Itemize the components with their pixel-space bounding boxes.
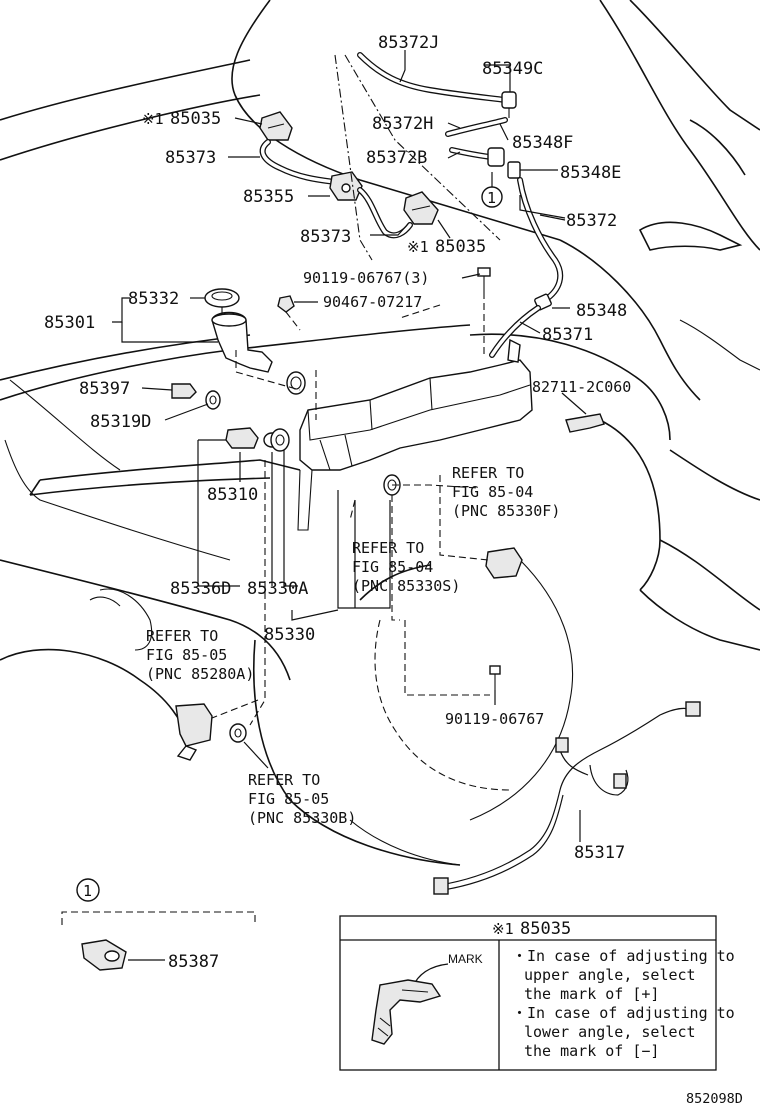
tank-85330 — [297, 338, 533, 531]
label-85348: 85348 — [576, 301, 627, 321]
joint-85348F — [487, 147, 505, 167]
svg-text:REFER TO: REFER TO — [352, 539, 424, 557]
grommet-85330B — [229, 723, 247, 743]
label-85355: 85355 — [243, 187, 294, 207]
circle-ref-1: 1 — [481, 172, 503, 208]
label-85301: 85301 — [44, 313, 95, 333]
label-90119-06767-3: 90119-06767(3) — [303, 269, 429, 287]
label-85035-top: 85035 — [170, 109, 221, 129]
label-85349C: 85349C — [482, 59, 543, 79]
hose-85372J — [357, 52, 508, 103]
nozzle-detail-illustration — [371, 963, 449, 1045]
note-mark-1b: ※1 — [407, 238, 429, 256]
grommet-85301 — [286, 371, 306, 395]
grommet-85319D — [205, 390, 221, 410]
hose-85373-top — [259, 139, 338, 185]
svg-text:FIG 85-05: FIG 85-05 — [146, 646, 227, 664]
pump-85330F — [485, 547, 523, 579]
valve-85355 — [329, 171, 363, 201]
svg-text:FIG 85-04: FIG 85-04 — [352, 558, 433, 576]
note-line-2: upper angle, select — [524, 966, 696, 984]
note-line-1: ・In case of adjusting to — [512, 947, 735, 965]
leader-lines — [112, 50, 587, 961]
hose-85372H — [445, 117, 508, 137]
clip-90467-07217 — [277, 295, 295, 313]
connector-85348E — [507, 161, 521, 179]
sensor-85397 — [171, 383, 197, 399]
bolt-90119-06767 — [489, 665, 501, 690]
harness-85317 — [433, 701, 701, 895]
label-85387: 85387 — [168, 952, 219, 972]
note-line-5: lower angle, select — [524, 1023, 696, 1041]
label-90119-06767: 90119-06767 — [445, 710, 544, 728]
label-85372B: 85372B — [366, 148, 427, 168]
label-82711-2C060: 82711-2C060 — [532, 378, 631, 396]
label-85330: 85330 — [264, 625, 315, 645]
bracket-85387 — [81, 939, 127, 971]
vehicle-body-outline — [0, 0, 760, 866]
pump-85280A — [175, 703, 213, 761]
label-85035-mid: 85035 — [435, 237, 486, 257]
connector-85349C — [501, 91, 517, 118]
nozzle-85035-top — [259, 111, 293, 141]
label-85319D: 85319D — [90, 412, 151, 432]
refer-note-85330S: REFER TO FIG 85-04 (PNC 85330S) — [352, 539, 460, 595]
label-85372H: 85372H — [372, 114, 433, 134]
svg-text:(PNC 85330B): (PNC 85330B) — [248, 809, 356, 827]
note-box-mark-label: MARK — [448, 952, 483, 966]
label-85330A: 85330A — [247, 579, 308, 599]
note-line-4: ・In case of adjusting to — [512, 1004, 735, 1022]
label-85310: 85310 — [207, 485, 258, 505]
bolt-90119-06767-top — [477, 267, 491, 292]
label-85348E: 85348E — [560, 163, 621, 183]
inset-circle-ref-1: 1 — [61, 878, 256, 925]
clip-82711-2C060 — [565, 413, 605, 433]
hose-85373-mid — [357, 187, 413, 239]
part-labels: 85372J 85349C ※1 85035 85372H 85348F 853… — [44, 33, 743, 1107]
filler-pipe-85301 — [211, 311, 273, 373]
refer-note-85330F: REFER TO FIG 85-04 (PNC 85330F) — [452, 464, 560, 520]
label-85317: 85317 — [574, 843, 625, 863]
note-line-6: the mark of [−] — [524, 1042, 659, 1060]
note-box-mark: ※1 — [492, 920, 514, 938]
label-85371: 85371 — [542, 325, 593, 345]
grommet-85330A — [270, 428, 290, 452]
label-90467-07217: 90467-07217 — [323, 293, 422, 311]
note-box-title: 85035 — [520, 919, 571, 939]
svg-text:FIG 85-04: FIG 85-04 — [452, 483, 533, 501]
svg-text:1: 1 — [487, 189, 496, 207]
label-85372J: 85372J — [378, 33, 439, 53]
cap-85332 — [204, 288, 240, 308]
note-line-3: the mark of [+] — [524, 985, 659, 1003]
note-mark-1a: ※1 — [142, 110, 164, 128]
svg-text:(PNC 85330S): (PNC 85330S) — [352, 577, 460, 595]
diagram-id: 852098D — [686, 1091, 743, 1107]
hose-85371 — [489, 305, 541, 358]
note-box: ※1 85035 MARK ・In case of adjusting to u… — [339, 915, 735, 1071]
label-85348F: 85348F — [512, 133, 573, 153]
label-85372: 85372 — [566, 211, 617, 231]
guide-lines — [211, 54, 501, 726]
label-85336D: 85336D — [170, 579, 231, 599]
label-85373-top: 85373 — [165, 148, 216, 168]
label-85332: 85332 — [128, 289, 179, 309]
svg-text:REFER TO: REFER TO — [146, 627, 218, 645]
nozzle-85035-mid — [403, 191, 439, 225]
svg-text:1: 1 — [83, 882, 92, 900]
svg-text:FIG 85-05: FIG 85-05 — [248, 790, 329, 808]
label-85373-mid: 85373 — [300, 227, 351, 247]
svg-text:REFER TO: REFER TO — [248, 771, 320, 789]
refer-note-85280A: REFER TO FIG 85-05 (PNC 85280A) — [146, 627, 254, 683]
svg-text:(PNC 85330F): (PNC 85330F) — [452, 502, 560, 520]
label-85397: 85397 — [79, 379, 130, 399]
hose-85372 — [517, 177, 564, 303]
svg-text:(PNC 85280A): (PNC 85280A) — [146, 665, 254, 683]
refer-note-85330B: REFER TO FIG 85-05 (PNC 85330B) — [248, 771, 356, 827]
svg-text:REFER TO: REFER TO — [452, 464, 524, 482]
